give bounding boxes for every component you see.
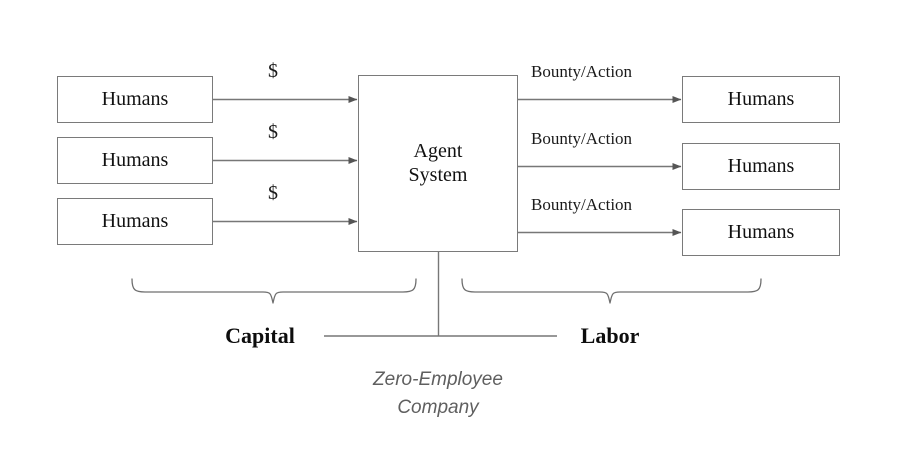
edge-label-bounty-1-text: Bounty/Action (531, 62, 633, 81)
labor-humans-box-2-label: Humans (727, 154, 795, 177)
edge-label-bounty-2-text: Bounty/Action (531, 129, 633, 148)
labor-humans-box-2[interactable]: Humans (682, 143, 840, 190)
labor-group-label-text: Labor (580, 323, 640, 348)
labor-humans-box-3[interactable]: Humans (682, 209, 840, 256)
agent-system-box[interactable]: Agent System (358, 75, 518, 252)
edge-label-money-2: $ (243, 121, 303, 144)
edge-label-money-1: $ (243, 60, 303, 83)
capital-humans-box-2-label: Humans (101, 148, 169, 171)
capital-humans-box-3[interactable]: Humans (57, 198, 213, 245)
edge-label-bounty-1: Bounty/Action (531, 62, 632, 82)
capital-humans-box-1[interactable]: Humans (57, 76, 213, 123)
zero-employee-company-caption: Zero-Employee Company (288, 366, 588, 421)
edge-label-bounty-3: Bounty/Action (531, 195, 632, 215)
labor-humans-box-1[interactable]: Humans (682, 76, 840, 123)
agent-system-label-line2: System (408, 163, 468, 186)
labor-brace (461, 278, 762, 304)
capital-humans-box-2[interactable]: Humans (57, 137, 213, 184)
capital-group-label-text: Capital (225, 323, 295, 348)
capital-humans-box-1-label: Humans (101, 87, 169, 110)
caption-line-2: Company (397, 396, 479, 418)
labor-humans-box-1-label: Humans (727, 87, 795, 110)
edge-label-money-1-text: $ (268, 60, 278, 82)
edge-label-bounty-3-text: Bounty/Action (531, 195, 633, 214)
capital-humans-box-3-label: Humans (101, 209, 169, 232)
edge-label-money-3: $ (243, 182, 303, 205)
edge-label-money-3-text: $ (268, 182, 278, 204)
caption-line-1: Zero-Employee (373, 369, 503, 390)
capital-brace (131, 278, 417, 304)
capital-group-label: Capital (200, 323, 320, 349)
edge-label-money-2-text: $ (268, 121, 278, 143)
labor-humans-box-3-label: Humans (727, 220, 795, 243)
edge-label-bounty-2: Bounty/Action (531, 129, 632, 149)
labor-group-label: Labor (550, 323, 670, 349)
agent-system-label-line1: Agent (413, 139, 463, 162)
